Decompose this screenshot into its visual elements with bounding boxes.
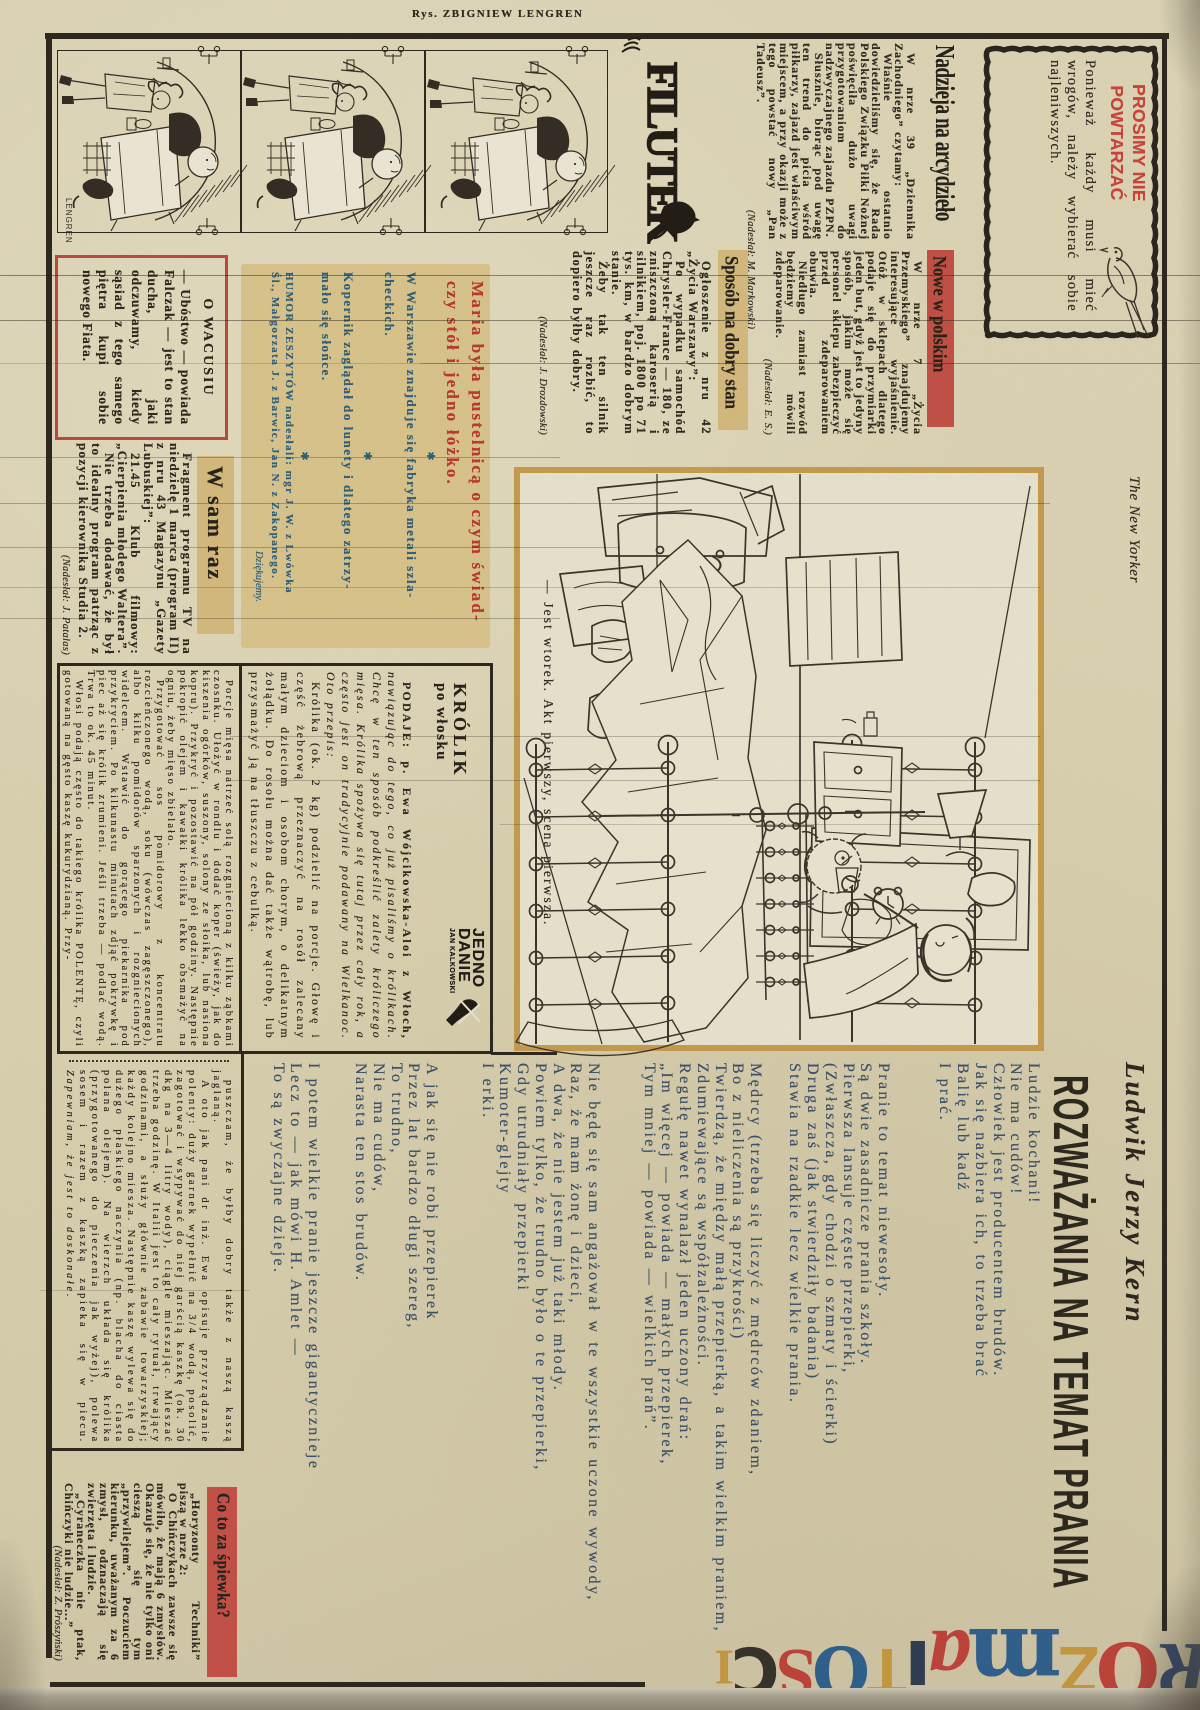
- crease-line: [0, 618, 560, 619]
- crease-line: [420, 363, 1200, 364]
- crease-line: [0, 503, 1050, 504]
- crease-line: [0, 457, 560, 458]
- crease-line: [0, 320, 1200, 321]
- crease-line: [230, 736, 1040, 737]
- crease-line: [0, 363, 420, 364]
- crease-line: [0, 275, 1200, 276]
- crease-line: [230, 780, 1040, 781]
- page-edge-bottom: [0, 1688, 1200, 1710]
- crease-line: [0, 547, 620, 548]
- crease-line: [500, 824, 1040, 825]
- lengren-signature: LENGREN: [64, 198, 73, 244]
- crease-line: [40, 1290, 250, 1291]
- prosimy-wavy-border: [983, 45, 1159, 339]
- page-edge-right: [1178, 0, 1200, 1710]
- page-corner-shadow: [1130, 1560, 1200, 1710]
- page-corner-shadow-left: [0, 1540, 45, 1710]
- page-edge-top-right: [1160, 0, 1200, 90]
- crease-line: [0, 587, 1040, 588]
